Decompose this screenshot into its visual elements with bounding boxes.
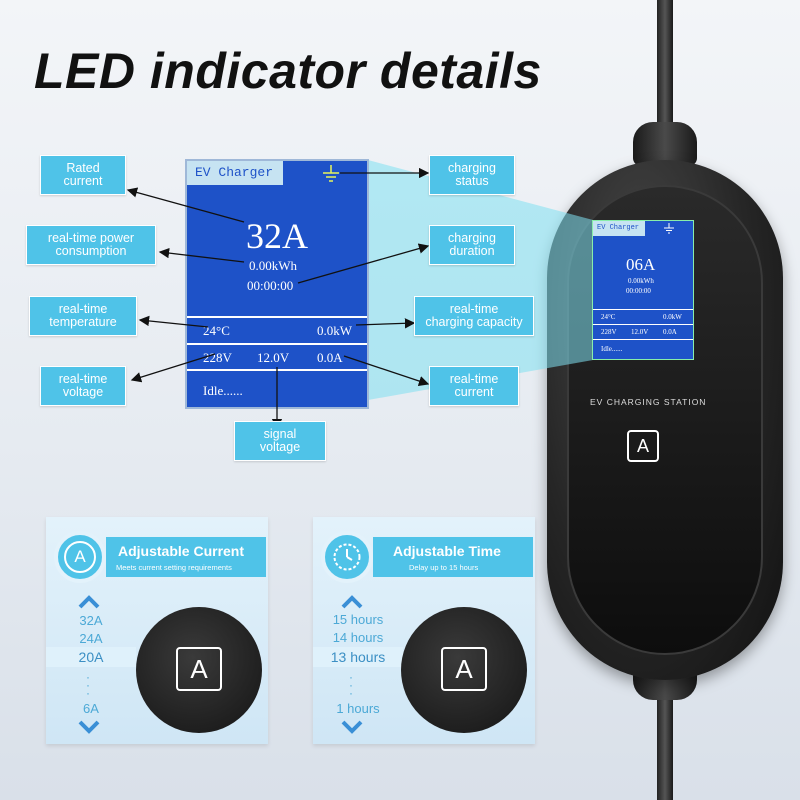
device-lcd-divider xyxy=(593,324,693,325)
device-lcd-status: Idle...... xyxy=(601,345,623,353)
chevron-down-icon[interactable] xyxy=(78,720,100,734)
label-line: duration xyxy=(449,244,495,258)
chevron-up-icon[interactable] xyxy=(78,595,100,609)
zoom-beam xyxy=(368,160,593,400)
label-line: current xyxy=(454,385,494,399)
label-line: temperature xyxy=(49,315,117,329)
device-lcd-capacity: 0.0kW xyxy=(663,313,682,321)
time-dial: A xyxy=(401,607,527,733)
device-lcd-signal: 12.0V xyxy=(631,328,649,336)
lcd-divider xyxy=(187,343,367,345)
lcd-display: EV Charger 32A 0.00kWh 00:00:00 24°C 0.0… xyxy=(187,161,367,407)
card-subtitle: Meets current setting requirements xyxy=(116,563,232,572)
card-title: Adjustable Time xyxy=(393,543,501,559)
label-line: voltage xyxy=(62,385,104,399)
chevron-up-icon[interactable] xyxy=(341,595,363,609)
card-adjustable-time: Adjustable Time Delay up to 15 hours 15 … xyxy=(313,517,535,744)
card-subtitle: Delay up to 15 hours xyxy=(409,563,479,572)
ground-icon xyxy=(323,165,339,182)
card-header: Adjustable Current Meets current setting… xyxy=(106,537,266,577)
device-lcd-current: 06A xyxy=(626,255,656,274)
device-lcd-divider xyxy=(593,309,693,310)
current-option[interactable]: 6A xyxy=(83,701,99,716)
current-a-letter: A xyxy=(64,541,96,573)
time-a-button[interactable]: A xyxy=(441,647,487,691)
time-option[interactable]: 14 hours xyxy=(332,630,384,645)
lcd-temperature: 24°C xyxy=(203,323,230,338)
lcd-capacity: 0.0kW xyxy=(317,323,353,338)
label-line: charging xyxy=(448,231,496,245)
lcd-duration: 00:00:00 xyxy=(247,278,294,293)
more-options-dots: ··· xyxy=(349,670,353,700)
device-lcd-temperature: 24°C xyxy=(601,313,616,321)
label-line: status xyxy=(455,174,489,188)
ground-icon xyxy=(664,223,674,234)
current-a-button[interactable]: A xyxy=(176,647,222,691)
current-dial: A xyxy=(136,607,262,733)
device-lcd-voltage: 228V xyxy=(601,328,617,336)
card-adjustable-current: Adjustable Current Meets current setting… xyxy=(46,517,268,744)
lcd-divider xyxy=(187,316,367,318)
more-options-dots: ··· xyxy=(86,670,90,700)
lcd-status: Idle...... xyxy=(203,383,243,398)
time-option-selected[interactable]: 13 hours xyxy=(313,647,403,667)
lcd-current: 32A xyxy=(246,216,308,256)
label-line: real-time xyxy=(58,372,108,386)
device-lcd-current2: 0.0A xyxy=(663,328,677,336)
time-option[interactable]: 15 hours xyxy=(332,612,384,627)
lcd-energy: 0.00kWh xyxy=(249,258,298,273)
device-lcd-header: EV Charger xyxy=(593,221,645,236)
cable-strain-relief-top xyxy=(633,122,697,166)
current-option[interactable]: 32A xyxy=(79,613,103,628)
label-line: charging xyxy=(448,161,496,175)
card-header: Adjustable Time Delay up to 15 hours xyxy=(373,537,533,577)
label-line: real-time xyxy=(449,302,499,316)
label-line: consumption xyxy=(55,244,127,258)
label-line: voltage xyxy=(259,440,301,454)
device-a-button[interactable]: A xyxy=(627,430,659,462)
device-lcd: EV Charger 06A 0.00kWh 00:00:00 24°C 0.0… xyxy=(593,221,693,359)
device-lcd-divider xyxy=(593,339,693,340)
label-line: current xyxy=(63,174,103,188)
label-line: signal xyxy=(263,427,297,441)
current-option-selected[interactable]: 20A xyxy=(46,647,136,667)
current-option[interactable]: 24A xyxy=(79,631,103,646)
device-lcd-duration: 00:00:00 xyxy=(626,287,651,295)
label-line: real-time xyxy=(58,302,108,316)
label-line: Rated xyxy=(66,161,100,175)
page-title: LED indicator details xyxy=(34,43,542,99)
clock-icon xyxy=(321,531,373,583)
lcd-header: EV Charger xyxy=(187,161,283,185)
label-line: real-time power xyxy=(47,231,135,245)
lcd-real-current: 0.0A xyxy=(317,350,343,365)
device-lcd-energy: 0.00kWh xyxy=(628,277,654,285)
chevron-down-icon[interactable] xyxy=(341,720,363,734)
cable-top xyxy=(657,0,673,135)
card-title: Adjustable Current xyxy=(118,543,245,559)
current-a-icon: A xyxy=(54,531,106,583)
label-line: real-time xyxy=(449,372,499,386)
station-label: EV CHARGING STATION xyxy=(590,397,707,407)
time-option[interactable]: 1 hours xyxy=(336,701,380,716)
label-line: charging capacity xyxy=(425,315,523,329)
lcd-signal-voltage: 12.0V xyxy=(257,350,290,365)
clock-glyph-icon xyxy=(333,543,361,571)
lcd-voltage: 228V xyxy=(203,350,232,365)
